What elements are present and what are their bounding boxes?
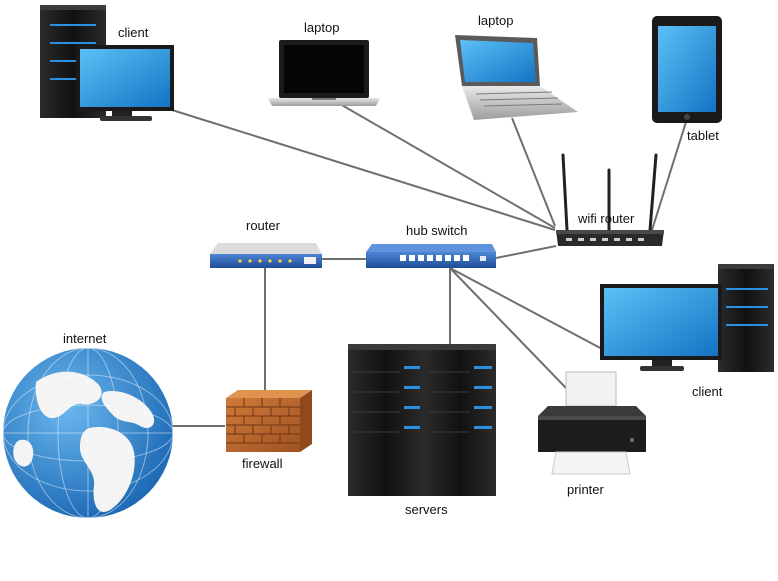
label-internet: internet (63, 331, 107, 346)
firewall-device (226, 390, 312, 452)
cable-switch-wifi (495, 245, 557, 259)
cable-laptop2-wifi (511, 117, 556, 227)
label-wifi-router: wifi router (578, 211, 635, 226)
laptop-2 (455, 35, 578, 120)
wifi-router-device (556, 153, 664, 246)
cable-switch-client (449, 267, 605, 351)
cable-tablet-wifi (651, 121, 687, 231)
cable-client-wifi (171, 109, 556, 231)
cable-laptop1-wifi (339, 103, 556, 229)
label-servers: servers (405, 502, 448, 517)
label-laptop-1: laptop (304, 20, 340, 35)
label-client-top: client (118, 25, 149, 40)
label-tablet: tablet (687, 128, 719, 143)
client-desktop-top (40, 5, 174, 121)
monitor-screen (604, 288, 718, 356)
label-printer: printer (567, 482, 604, 497)
hub-switch-device (366, 244, 496, 268)
client-desktop-right (600, 264, 774, 372)
label-hub-switch: hub switch (406, 223, 468, 238)
tower-body (718, 264, 774, 372)
router-device (210, 243, 322, 268)
tablet-device (652, 16, 722, 123)
label-firewall: firewall (242, 456, 283, 471)
laptop-1 (268, 40, 380, 106)
internet-globe (2, 347, 174, 519)
monitor-screen (80, 49, 170, 107)
cable-switch-printer (449, 267, 567, 389)
label-client-right: client (692, 384, 723, 399)
servers-rack (348, 344, 496, 496)
label-laptop-2: laptop (478, 13, 514, 28)
cables (168, 103, 687, 427)
printer-device (538, 371, 646, 475)
label-router: router (246, 218, 280, 233)
